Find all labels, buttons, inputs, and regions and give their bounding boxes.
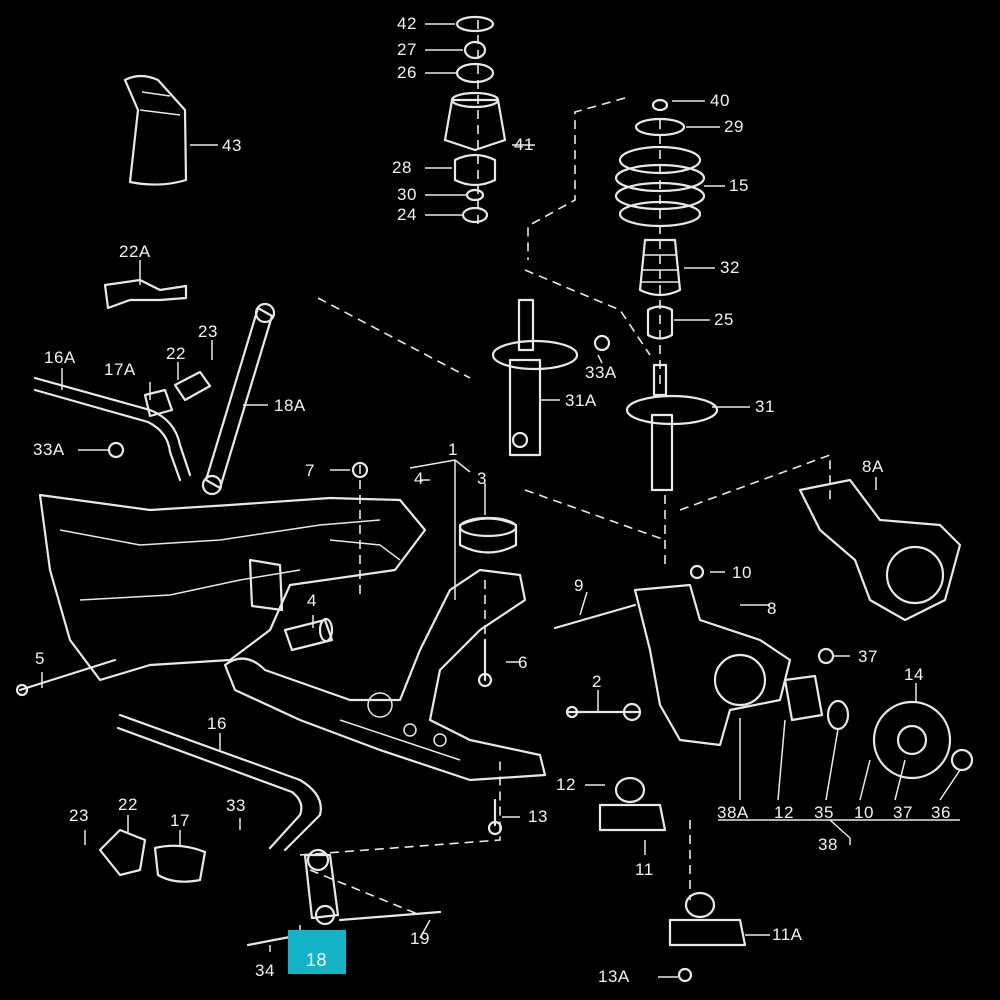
callout-17A: 17A <box>104 360 136 379</box>
callout-27: 27 <box>397 40 417 59</box>
callout-33A-right: 33A <box>585 363 617 382</box>
callout-3: 3 <box>477 469 487 488</box>
callout-23-bottom: 23 <box>69 806 89 825</box>
callout-17: 17 <box>170 811 190 830</box>
callout-38: 38 <box>818 835 838 854</box>
callout-6: 6 <box>518 653 528 672</box>
callout-34: 34 <box>255 961 275 980</box>
callout-8A: 8A <box>862 457 884 476</box>
callout-12-bottom: 12 <box>774 803 794 822</box>
steering-knuckle-8 <box>633 583 792 747</box>
callout-22-top: 22 <box>166 344 186 363</box>
wheel-bearing-parts <box>783 674 974 780</box>
callout-9: 9 <box>574 576 584 595</box>
callout-25: 25 <box>714 310 734 329</box>
callout-8: 8 <box>767 599 777 618</box>
callout-33: 33 <box>226 796 246 815</box>
callout-5: 5 <box>35 649 45 668</box>
callout-15: 15 <box>729 176 749 195</box>
subframe <box>38 493 427 682</box>
callout-22-bottom: 22 <box>118 795 138 814</box>
callout-12-left: 12 <box>556 775 576 794</box>
callout-13A: 13A <box>598 967 630 986</box>
callout-43: 43 <box>222 136 242 155</box>
stabilizer-bar-16 <box>116 713 322 852</box>
callout-29: 29 <box>724 117 744 136</box>
boot-43 <box>123 74 188 186</box>
ball-joints <box>598 776 747 983</box>
callout-1: 1 <box>448 440 458 459</box>
coupling-rod-18 <box>303 848 340 926</box>
link-2 <box>565 702 642 722</box>
strut-31A <box>491 298 611 457</box>
callout-30: 30 <box>397 185 417 204</box>
callout-41: 41 <box>514 135 534 154</box>
callout-37-top: 37 <box>858 647 878 666</box>
callout-10-bottom: 10 <box>854 803 874 822</box>
callout-32: 32 <box>720 258 740 277</box>
callout-14: 14 <box>904 665 924 684</box>
callout-26: 26 <box>397 63 417 82</box>
callout-22A: 22A <box>119 242 151 261</box>
callout-31: 31 <box>755 397 775 416</box>
callout-11A: 11A <box>772 925 803 944</box>
callout-38A: 38A <box>717 803 749 822</box>
callout-37-bottom: 37 <box>893 803 913 822</box>
dashed-assembly-lines <box>299 20 831 916</box>
steering-knuckle-8A <box>798 478 962 622</box>
callout-36: 36 <box>931 803 951 822</box>
callout-7: 7 <box>305 461 315 480</box>
control-arm <box>223 568 547 782</box>
bracket-22 <box>98 828 207 883</box>
callout-28: 28 <box>392 158 412 177</box>
leader-lines <box>41 23 961 978</box>
callout-2: 2 <box>592 672 602 691</box>
bushing-3 <box>458 516 518 554</box>
callout-4-top: 4 <box>414 469 424 488</box>
callout-33A-left: 33A <box>33 440 65 459</box>
callout-4-mid: 4 <box>307 591 317 610</box>
callout-18A: 18A <box>274 396 306 415</box>
callout-35: 35 <box>814 803 834 822</box>
strut-mount-parts <box>443 15 507 224</box>
callout-10-top: 10 <box>732 563 752 582</box>
highlighted-part-18-box <box>288 930 346 974</box>
callout-13: 13 <box>528 807 548 826</box>
stabilizer-bar-16A <box>33 278 276 496</box>
callout-40: 40 <box>710 91 730 110</box>
bushing-4 <box>283 617 334 652</box>
callout-23-top: 23 <box>198 322 218 341</box>
callout-24: 24 <box>397 205 417 224</box>
callout-11: 11 <box>635 860 654 879</box>
callout-42: 42 <box>397 14 417 33</box>
callout-18-highlighted: 18 <box>306 950 328 970</box>
callout-31A: 31A <box>565 391 597 410</box>
callout-16: 16 <box>207 714 227 733</box>
callout-19: 19 <box>410 929 430 948</box>
bolts <box>15 461 835 947</box>
spring-assembly <box>614 98 719 492</box>
callout-16A: 16A <box>44 348 76 367</box>
